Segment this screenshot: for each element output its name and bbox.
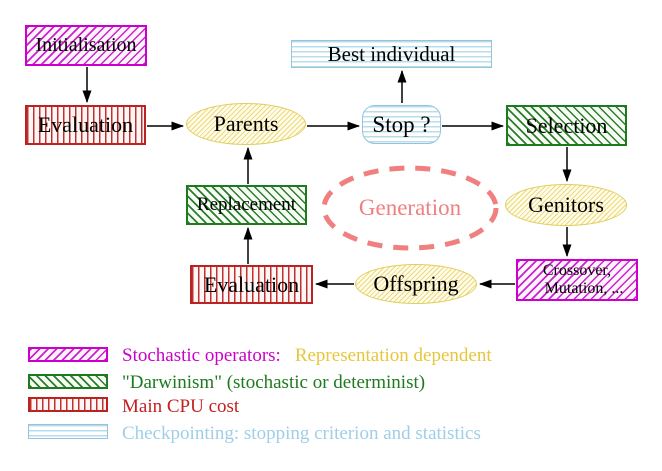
legend-stochastic-operators-label: Stochastic operators: xyxy=(122,345,281,366)
red-vertical-stripe-swatch xyxy=(28,397,108,412)
node-evaluation-top: Evaluation xyxy=(25,105,146,145)
node-initialisation: Initialisation xyxy=(25,25,147,66)
node-stop: Stop ? xyxy=(362,105,441,144)
legend-checkpointing: Checkpointing: stopping criterion and st… xyxy=(122,423,481,444)
node-offspring: Offspring xyxy=(355,264,477,304)
cyan-horizontal-stripe-swatch xyxy=(28,424,108,439)
node-genitors: Genitors xyxy=(505,184,627,226)
node-best-individual: Best individual xyxy=(291,40,492,68)
crossover-line2: Mutation, ... xyxy=(544,280,624,297)
legend-main-cpu-cost: Main CPU cost xyxy=(122,396,240,417)
green-diagonal-hatch-swatch xyxy=(28,374,108,389)
legend-representation-dependent-label: Representation dependent xyxy=(294,345,492,366)
node-replacement: Replacement xyxy=(186,185,307,225)
node-evaluation-bottom: Evaluation xyxy=(190,265,313,304)
node-parents: Parents xyxy=(186,103,306,145)
generation-dashed-ellipse xyxy=(321,165,499,251)
node-selection: Selection xyxy=(506,105,627,146)
node-crossover-mutation: Crossover, Mutation, ... xyxy=(516,259,638,301)
legend-stochastic-operators: Stochastic operators: Representation depe… xyxy=(122,345,492,367)
crossover-line1: Crossover, xyxy=(542,262,612,279)
legend-darwinism: "Darwinism" (stochastic or determinist) xyxy=(122,372,426,393)
magenta-diagonal-hatch-swatch xyxy=(28,347,108,362)
generation-label: Generation xyxy=(358,195,462,220)
